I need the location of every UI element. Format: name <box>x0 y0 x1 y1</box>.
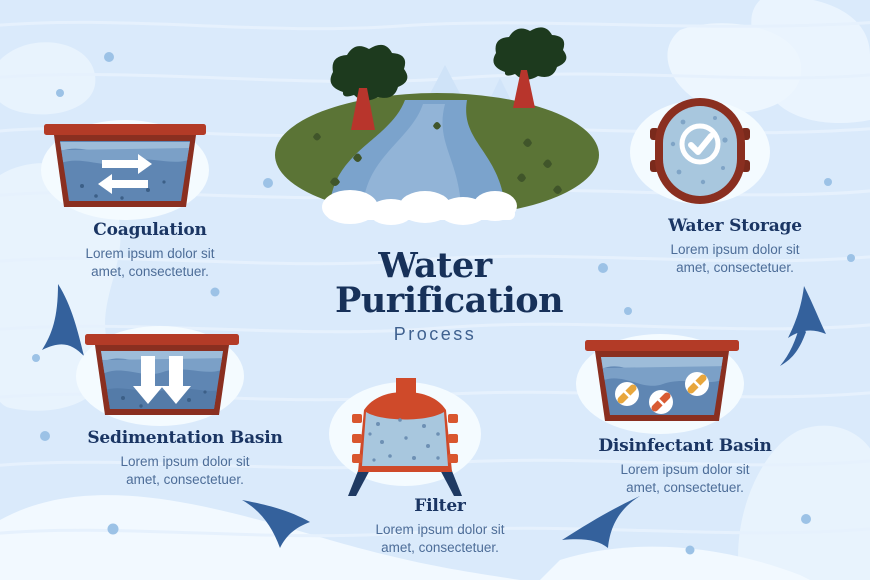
filter-vessel-icon <box>329 378 481 496</box>
filter-legs <box>348 466 462 496</box>
step-title: Water Storage <box>668 216 802 236</box>
page-title: Water Purification Process <box>335 245 564 345</box>
check-mark-icon <box>679 123 721 165</box>
arrow-coagulation-to-sedimentation <box>42 284 84 356</box>
title-line-2: Purification <box>335 280 564 321</box>
filter-art <box>320 372 560 497</box>
germ-badge-icon <box>649 390 673 414</box>
tree-left <box>330 44 408 130</box>
arrow-sedimentation-to-filter <box>242 500 310 548</box>
river-landscape-illustration <box>275 27 599 225</box>
step-disinfectant-basin: Disinfectant Basin Lorem ipsum dolor sit… <box>565 328 805 498</box>
disinfectant-art <box>565 328 805 434</box>
filter-bolts <box>352 414 458 463</box>
disinfectant-tank-icon <box>576 334 744 434</box>
circulation-arrows-icon <box>98 154 152 194</box>
filter-chimney <box>396 378 416 394</box>
river-highlight <box>363 104 461 206</box>
step-description: Lorem ipsum dolor sit amet, consectetuer… <box>670 241 800 276</box>
step-coagulation: Coagulation Lorem ipsum dolor sit amet, … <box>30 112 270 282</box>
arrow-disinfectant-to-storage <box>780 286 826 366</box>
water-storage-art <box>615 88 855 213</box>
step-filter: Filter Lorem ipsum dolor sit amet, conse… <box>320 372 560 558</box>
water-storage-tank-icon <box>630 98 770 204</box>
step-description: Lorem ipsum dolor sit amet, consectetuer… <box>375 521 505 556</box>
sedimentation-tank-icon <box>76 326 244 426</box>
filter-media-specks <box>368 418 440 462</box>
step-title: Filter <box>414 496 466 516</box>
coagulation-tank-icon <box>41 120 209 220</box>
step-title: Disinfectant Basin <box>598 436 772 456</box>
title-line-1: Water <box>378 245 492 286</box>
grass-tufts <box>313 122 562 194</box>
step-title: Coagulation <box>93 220 207 240</box>
title-subtitle: Process <box>393 323 477 344</box>
downward-arrows-icon <box>133 356 191 404</box>
germ-badges <box>615 372 709 414</box>
step-water-storage: Water Storage Lorem ipsum dolor sit amet… <box>615 88 855 278</box>
germ-badge-icon <box>685 372 709 396</box>
step-description: Lorem ipsum dolor sit amet, consectetuer… <box>620 461 750 496</box>
sedimentation-art <box>65 320 305 426</box>
step-sedimentation-basin: Sedimentation Basin Lorem ipsum dolor si… <box>65 320 305 490</box>
arrow-filter-to-disinfectant <box>562 496 640 548</box>
cloud-cluster <box>322 190 517 225</box>
tree-right <box>493 27 567 108</box>
step-title: Sedimentation Basin <box>87 428 283 448</box>
step-description: Lorem ipsum dolor sit amet, consectetuer… <box>85 245 215 280</box>
germ-badge-icon <box>615 382 639 406</box>
step-description: Lorem ipsum dolor sit amet, consectetuer… <box>120 453 250 488</box>
coagulation-art <box>30 112 270 220</box>
